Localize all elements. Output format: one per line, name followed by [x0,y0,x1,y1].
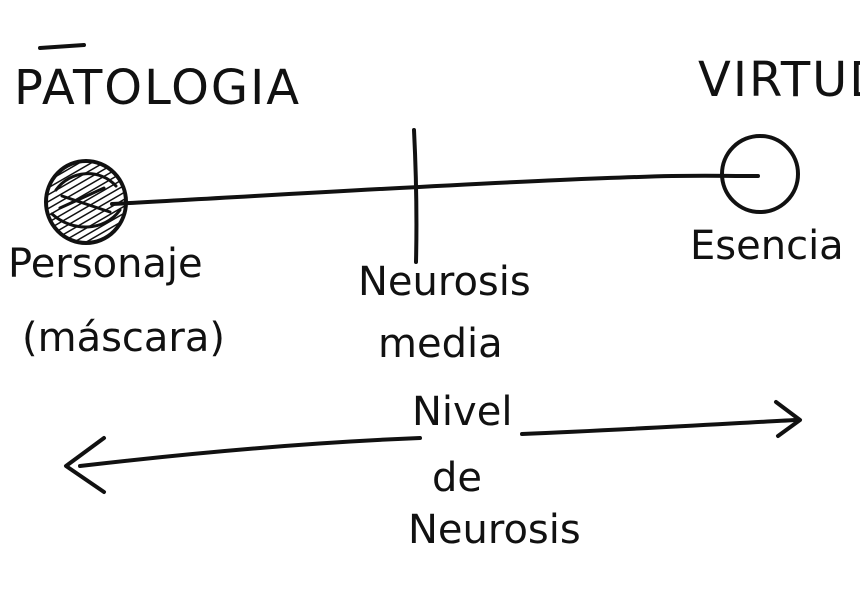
left-pole-caption-line2: (máscara) [22,315,225,361]
axis-label-line3: Neurosis [408,507,581,553]
right-pole-caption: Esencia [690,223,844,269]
right-pole-title: VIRTUD [698,52,860,108]
left-pole-caption-line1: Personaje [8,241,203,287]
center-caption-line1: Neurosis [358,259,531,305]
virtue-open-circle [720,134,800,214]
axis-right-segment [520,418,798,436]
axis-left-segment [78,436,422,468]
main-spectrum-line [110,173,760,206]
axis-left-arrowhead [64,436,106,494]
center-tick [412,128,419,264]
axis-label-line1: Nivel [412,389,513,435]
left-pole-title: PATOLOGIA [14,60,302,116]
axis-right-arrowhead [774,400,802,438]
patologia-overbar [38,43,86,50]
axis-label-line2: de [432,455,482,501]
pathology-filled-circle [44,159,128,245]
center-caption-line2: media [378,321,503,367]
